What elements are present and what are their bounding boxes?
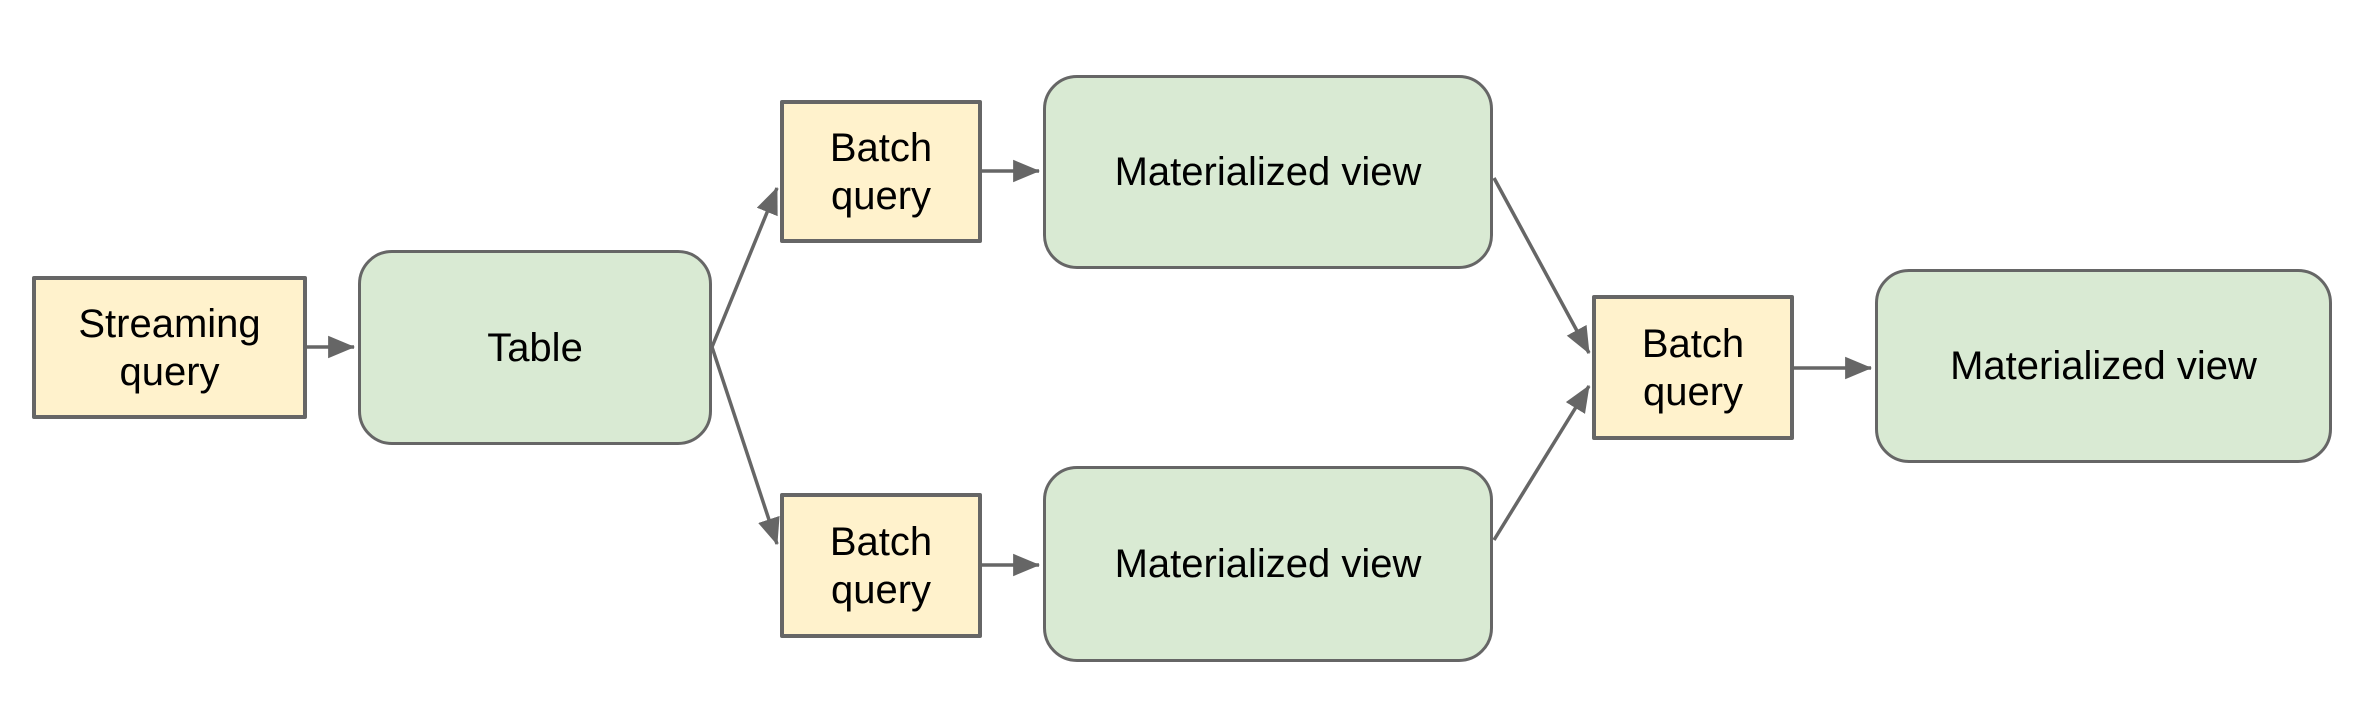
node-batch-query-final: Batch query: [1592, 295, 1794, 440]
edge-table-to-batch-query-top: [710, 186, 779, 348]
edge-materialized-view-bottom-to-batch-query-final: [1492, 385, 1591, 541]
node-batch-query-bottom: Batch query: [780, 493, 982, 638]
node-streaming-query-label: Streaming query: [78, 301, 261, 394]
node-table-label: Table: [487, 325, 583, 370]
node-batch-query-top: Batch query: [780, 100, 982, 243]
node-batch-query-top-label: Batch query: [829, 125, 933, 218]
edge-table-to-batch-query-bottom: [710, 346, 780, 546]
node-materialized-view-final-label: Materialized view: [1950, 344, 2257, 388]
node-materialized-view-top: Materialized view: [1043, 75, 1493, 269]
node-batch-query-bottom-label: Batch query: [829, 519, 933, 612]
node-table: Table: [358, 250, 712, 445]
node-materialized-view-top-label: Materialized view: [1114, 150, 1422, 194]
node-streaming-query: Streaming query: [32, 276, 307, 419]
node-materialized-view-bottom: Materialized view: [1043, 466, 1493, 662]
node-materialized-view-bottom-label: Materialized view: [1114, 542, 1422, 586]
node-batch-query-final-label: Batch query: [1641, 321, 1745, 414]
edge-materialized-view-top-to-batch-query-final: [1492, 177, 1591, 354]
node-materialized-view-final: Materialized view: [1875, 269, 2332, 463]
